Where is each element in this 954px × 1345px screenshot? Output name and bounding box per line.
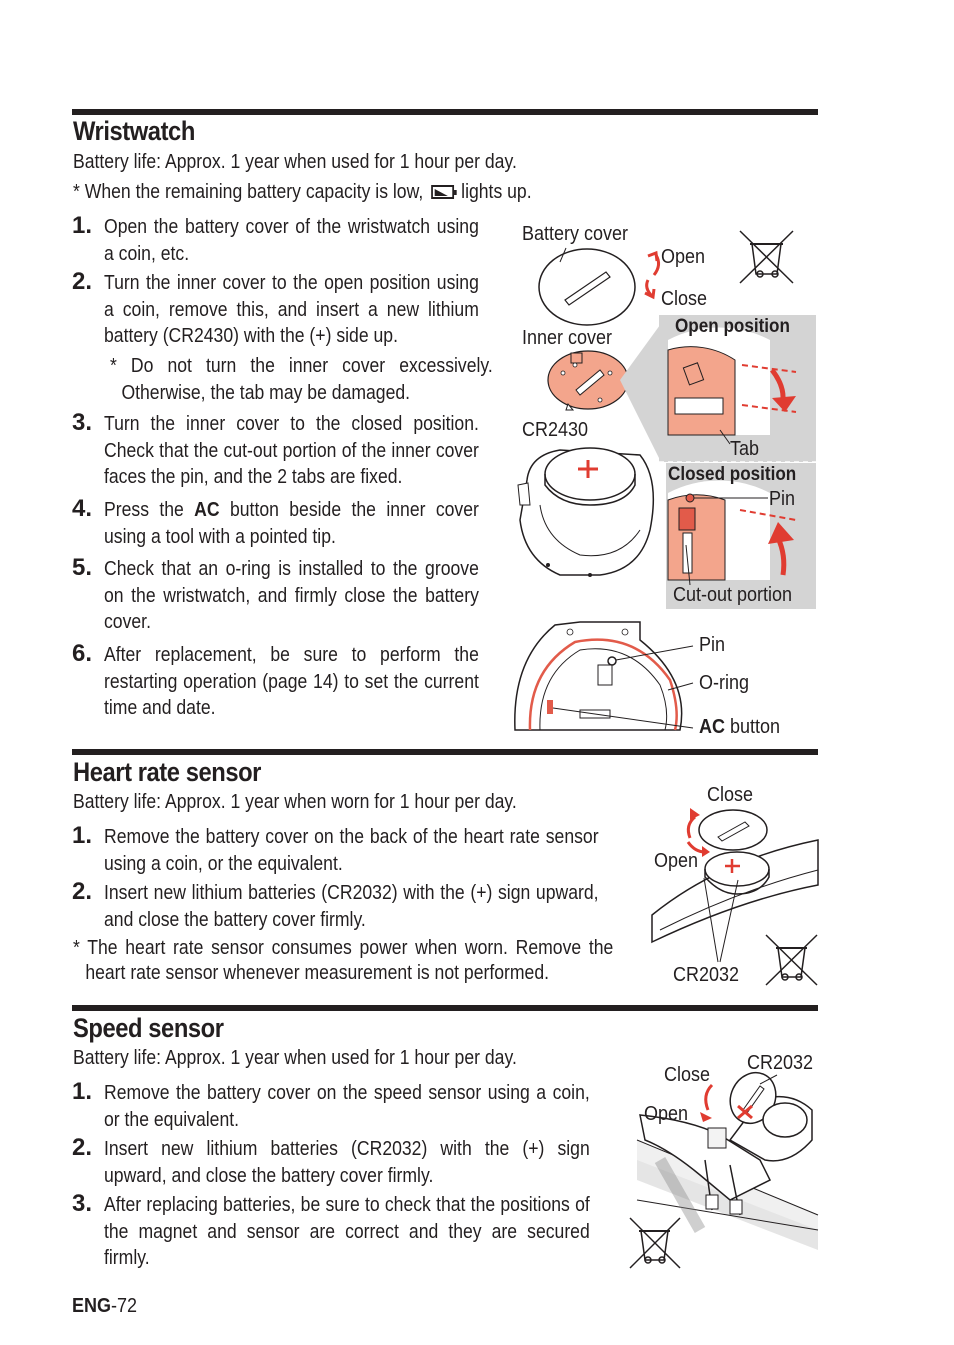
step-text: Insert new lithium batteries (CR2032) wi… bbox=[104, 882, 599, 931]
low-battery-note: * When the remaining battery capacity is… bbox=[73, 179, 532, 206]
low-battery-note-post: lights up. bbox=[456, 181, 532, 203]
step-text: Remove the battery cover on the back of … bbox=[104, 826, 599, 875]
step-text: After replacement, be sure to perform th… bbox=[104, 644, 479, 719]
close-arrow-icon bbox=[686, 815, 696, 839]
step-number: 6. bbox=[72, 640, 93, 667]
step-number: 1. bbox=[72, 212, 93, 239]
section-title-heart: Heart rate sensor bbox=[73, 757, 261, 787]
cr2032-battery-speed bbox=[762, 1102, 808, 1138]
label-pin: Pin bbox=[769, 488, 796, 510]
label-ac-bold: AC bbox=[699, 716, 726, 738]
wristwatch-step2-note: * Do not turn the inner cover excessivel… bbox=[110, 355, 493, 404]
step-text: Turn the inner cover to the closed posit… bbox=[104, 413, 479, 488]
section-title-speed: Speed sensor bbox=[73, 1013, 224, 1043]
ac-label: AC bbox=[194, 499, 220, 521]
speed-sensor-figure bbox=[629, 1071, 819, 1269]
label-ac-button: AC button bbox=[699, 716, 780, 739]
step-text: Turn the inner cover to the open positio… bbox=[104, 272, 479, 347]
low-battery-note-pre: * When the remaining battery capacity is… bbox=[73, 181, 429, 203]
speed-label-open: Open bbox=[644, 1103, 689, 1125]
disposal-bin-icon-speed bbox=[629, 1217, 681, 1269]
step-text: Press the AC button beside the inner cov… bbox=[104, 497, 479, 550]
heart-label-close: Close bbox=[707, 784, 754, 806]
step-number: 5. bbox=[72, 554, 93, 581]
step-number: 3. bbox=[72, 1190, 93, 1217]
section-title-wristwatch: Wristwatch bbox=[73, 116, 195, 146]
label-cr2430: CR2430 bbox=[522, 419, 589, 441]
label-close: Close bbox=[661, 288, 708, 310]
step-text: Check that an o-ring is installed to the… bbox=[104, 558, 479, 633]
label-oring: O-ring bbox=[699, 672, 750, 694]
step-text: Open the battery cover of the wristwatch… bbox=[104, 216, 479, 265]
label-tab: Tab bbox=[730, 438, 760, 460]
section-rule-speed bbox=[72, 1005, 818, 1011]
speed-label-close: Close bbox=[664, 1064, 711, 1086]
battery-cover-slot bbox=[564, 271, 611, 306]
label-cutout: Cut-out portion bbox=[673, 584, 793, 606]
step-number: 2. bbox=[72, 878, 93, 905]
page-number-value: -72 bbox=[111, 1295, 138, 1317]
label-battery-cover: Battery cover bbox=[522, 223, 629, 245]
disposal-bin-icon-heart bbox=[765, 934, 818, 986]
step-number: 2. bbox=[72, 268, 93, 295]
pin-icon bbox=[607, 656, 617, 666]
disposal-bin-icon-wristwatch bbox=[739, 230, 794, 284]
label-open: Open bbox=[661, 246, 706, 268]
battery-life-heart: Battery life: Approx. 1 year when worn f… bbox=[73, 791, 517, 813]
battery-life-speed: Battery life: Approx. 1 year when used f… bbox=[73, 1047, 517, 1069]
page-number-lang: ENG bbox=[72, 1295, 112, 1317]
label-inner-cover: Inner cover bbox=[522, 327, 613, 349]
step-number: 1. bbox=[72, 1078, 93, 1105]
step4-text-post: button beside the inner cover using a to… bbox=[104, 499, 479, 548]
step-text: Insert new lithium batteries (CR2032) wi… bbox=[104, 1138, 590, 1187]
speed-label-cr2032: CR2032 bbox=[747, 1052, 814, 1074]
step-text: After replacing batteries, be sure to ch… bbox=[104, 1194, 590, 1269]
heart-label-cr2032: CR2032 bbox=[673, 964, 740, 986]
x-mark-icon bbox=[737, 1104, 753, 1120]
heart-label-open: Open bbox=[654, 850, 699, 872]
label-ac-rest: button bbox=[725, 716, 781, 738]
step-number: 3. bbox=[72, 409, 93, 436]
page-number: ENG-72 bbox=[72, 1295, 137, 1318]
battery-life-wristwatch: Battery life: Approx. 1 year when used f… bbox=[73, 151, 517, 173]
heart-sensor-figure bbox=[651, 808, 819, 986]
step-text: Remove the battery cover on the speed se… bbox=[104, 1082, 590, 1131]
step4-text-pre: Press the bbox=[104, 499, 195, 521]
heart-note: * The heart rate sensor consumes power w… bbox=[73, 937, 614, 984]
step-number: 4. bbox=[72, 495, 93, 522]
ac-button-icon bbox=[547, 700, 553, 714]
section-rule-wristwatch bbox=[72, 109, 818, 115]
open-arrow-icon bbox=[700, 1112, 712, 1122]
close-arrow-icon bbox=[704, 1083, 714, 1111]
section-rule-heart bbox=[72, 749, 818, 755]
wristwatch-figure bbox=[514, 230, 816, 731]
low-battery-icon bbox=[430, 185, 457, 199]
step-number: 2. bbox=[72, 1134, 93, 1161]
label-pin-2: Pin bbox=[699, 634, 726, 656]
label-open-position: Open position bbox=[675, 316, 790, 337]
label-closed-position: Closed position bbox=[668, 464, 797, 485]
step-number: 1. bbox=[72, 822, 93, 849]
